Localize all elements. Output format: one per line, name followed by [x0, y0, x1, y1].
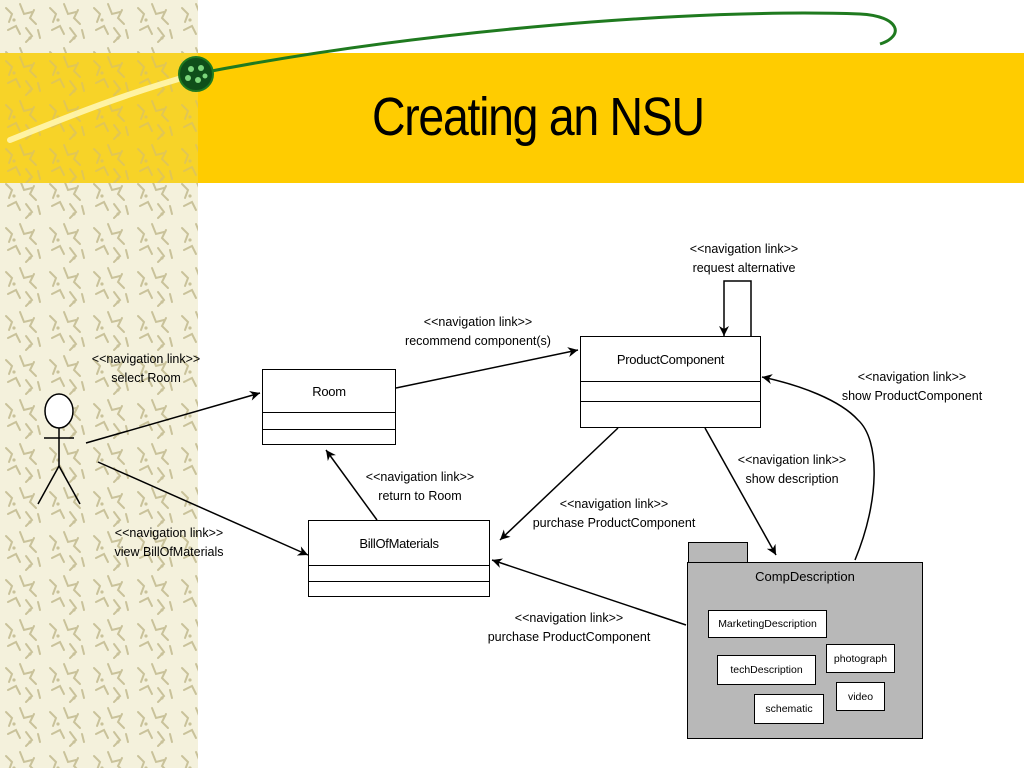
item-tech-description[interactable]: techDescription — [717, 655, 816, 685]
label-stereotype: <<navigation link>> — [559, 497, 669, 511]
package-name: CompDescription — [755, 569, 855, 584]
label-text: request alternative — [692, 261, 796, 275]
slide-title: Creating an NSU — [372, 87, 705, 147]
label-stereotype: <<navigation link>> — [423, 315, 533, 329]
label-stereotype: <<navigation link>> — [114, 526, 224, 540]
link-bom-to-room — [325, 449, 378, 521]
title-band-pattern — [0, 53, 198, 183]
link-self-request-alternative — [719, 280, 752, 336]
label-view-bill-of-materials: <<navigation link>> view BillOfMaterials — [114, 524, 223, 562]
label-purchase-product-component: <<navigation link>> purchase ProductComp… — [533, 495, 696, 533]
label-stereotype: <<navigation link>> — [514, 611, 624, 625]
label-stereotype: <<navigation link>> — [91, 352, 201, 366]
label-request-alternative: <<navigation link>> request alternative — [690, 240, 798, 278]
item-photograph[interactable]: photograph — [826, 644, 895, 673]
link-actor-to-room — [85, 390, 261, 444]
item-video[interactable]: video — [836, 682, 885, 711]
link-product-component-to-bom — [499, 427, 619, 541]
class-bill-of-materials-name: BillOfMaterials — [359, 535, 439, 551]
label-text: purchase ProductComponent — [532, 516, 696, 530]
package-compdescription[interactable]: CompDescription MarketingDescription tec… — [687, 562, 923, 739]
item-schematic[interactable]: schematic — [754, 694, 824, 724]
link-actor-to-bom — [97, 461, 309, 556]
class-bill-of-materials-divider — [309, 581, 489, 582]
label-show-product-component: <<navigation link>> show ProductComponen… — [842, 368, 982, 406]
label-text: show ProductComponent — [841, 389, 983, 403]
class-room-divider — [263, 412, 395, 413]
class-product-component[interactable]: ProductComponent — [580, 336, 761, 428]
link-compdescription-to-product-component — [761, 374, 875, 561]
label-text: recommend component(s) — [405, 334, 551, 348]
class-bill-of-materials-divider — [309, 565, 489, 566]
label-text: purchase ProductComponent — [487, 630, 651, 644]
label-recommend-components: <<navigation link>> recommend component(… — [405, 313, 551, 351]
link-product-component-to-compdescription — [704, 427, 777, 556]
item-marketing-description[interactable]: MarketingDescription — [708, 610, 827, 638]
label-stereotype: <<navigation link>> — [365, 470, 475, 484]
class-room-divider — [263, 429, 395, 430]
class-product-component-divider — [581, 401, 760, 402]
link-room-to-product-component — [395, 347, 579, 389]
label-stereotype: <<navigation link>> — [689, 242, 799, 256]
class-product-component-divider — [581, 381, 760, 382]
label-purchase-product-component: <<navigation link>> purchase ProductComp… — [488, 609, 651, 647]
label-text: return to Room — [378, 489, 462, 503]
band-pattern-glyphs — [0, 53, 198, 183]
link-compdescription-to-bom — [491, 558, 687, 626]
label-select-room: <<navigation link>> select Room — [92, 350, 200, 388]
label-text: show description — [745, 472, 839, 486]
actor-icon — [37, 393, 81, 505]
label-show-description: <<navigation link>> show description — [738, 451, 846, 489]
class-bill-of-materials[interactable]: BillOfMaterials — [308, 520, 490, 597]
label-text: view BillOfMaterials — [114, 545, 224, 559]
label-stereotype: <<navigation link>> — [857, 370, 967, 384]
label-return-to-room: <<navigation link>> return to Room — [366, 468, 474, 506]
class-product-component-name: ProductComponent — [616, 351, 725, 367]
label-stereotype: <<navigation link>> — [737, 453, 847, 467]
class-room[interactable]: Room — [262, 369, 396, 445]
label-text: select Room — [111, 371, 181, 385]
package-tab — [688, 542, 748, 563]
class-room-name: Room — [312, 383, 346, 399]
